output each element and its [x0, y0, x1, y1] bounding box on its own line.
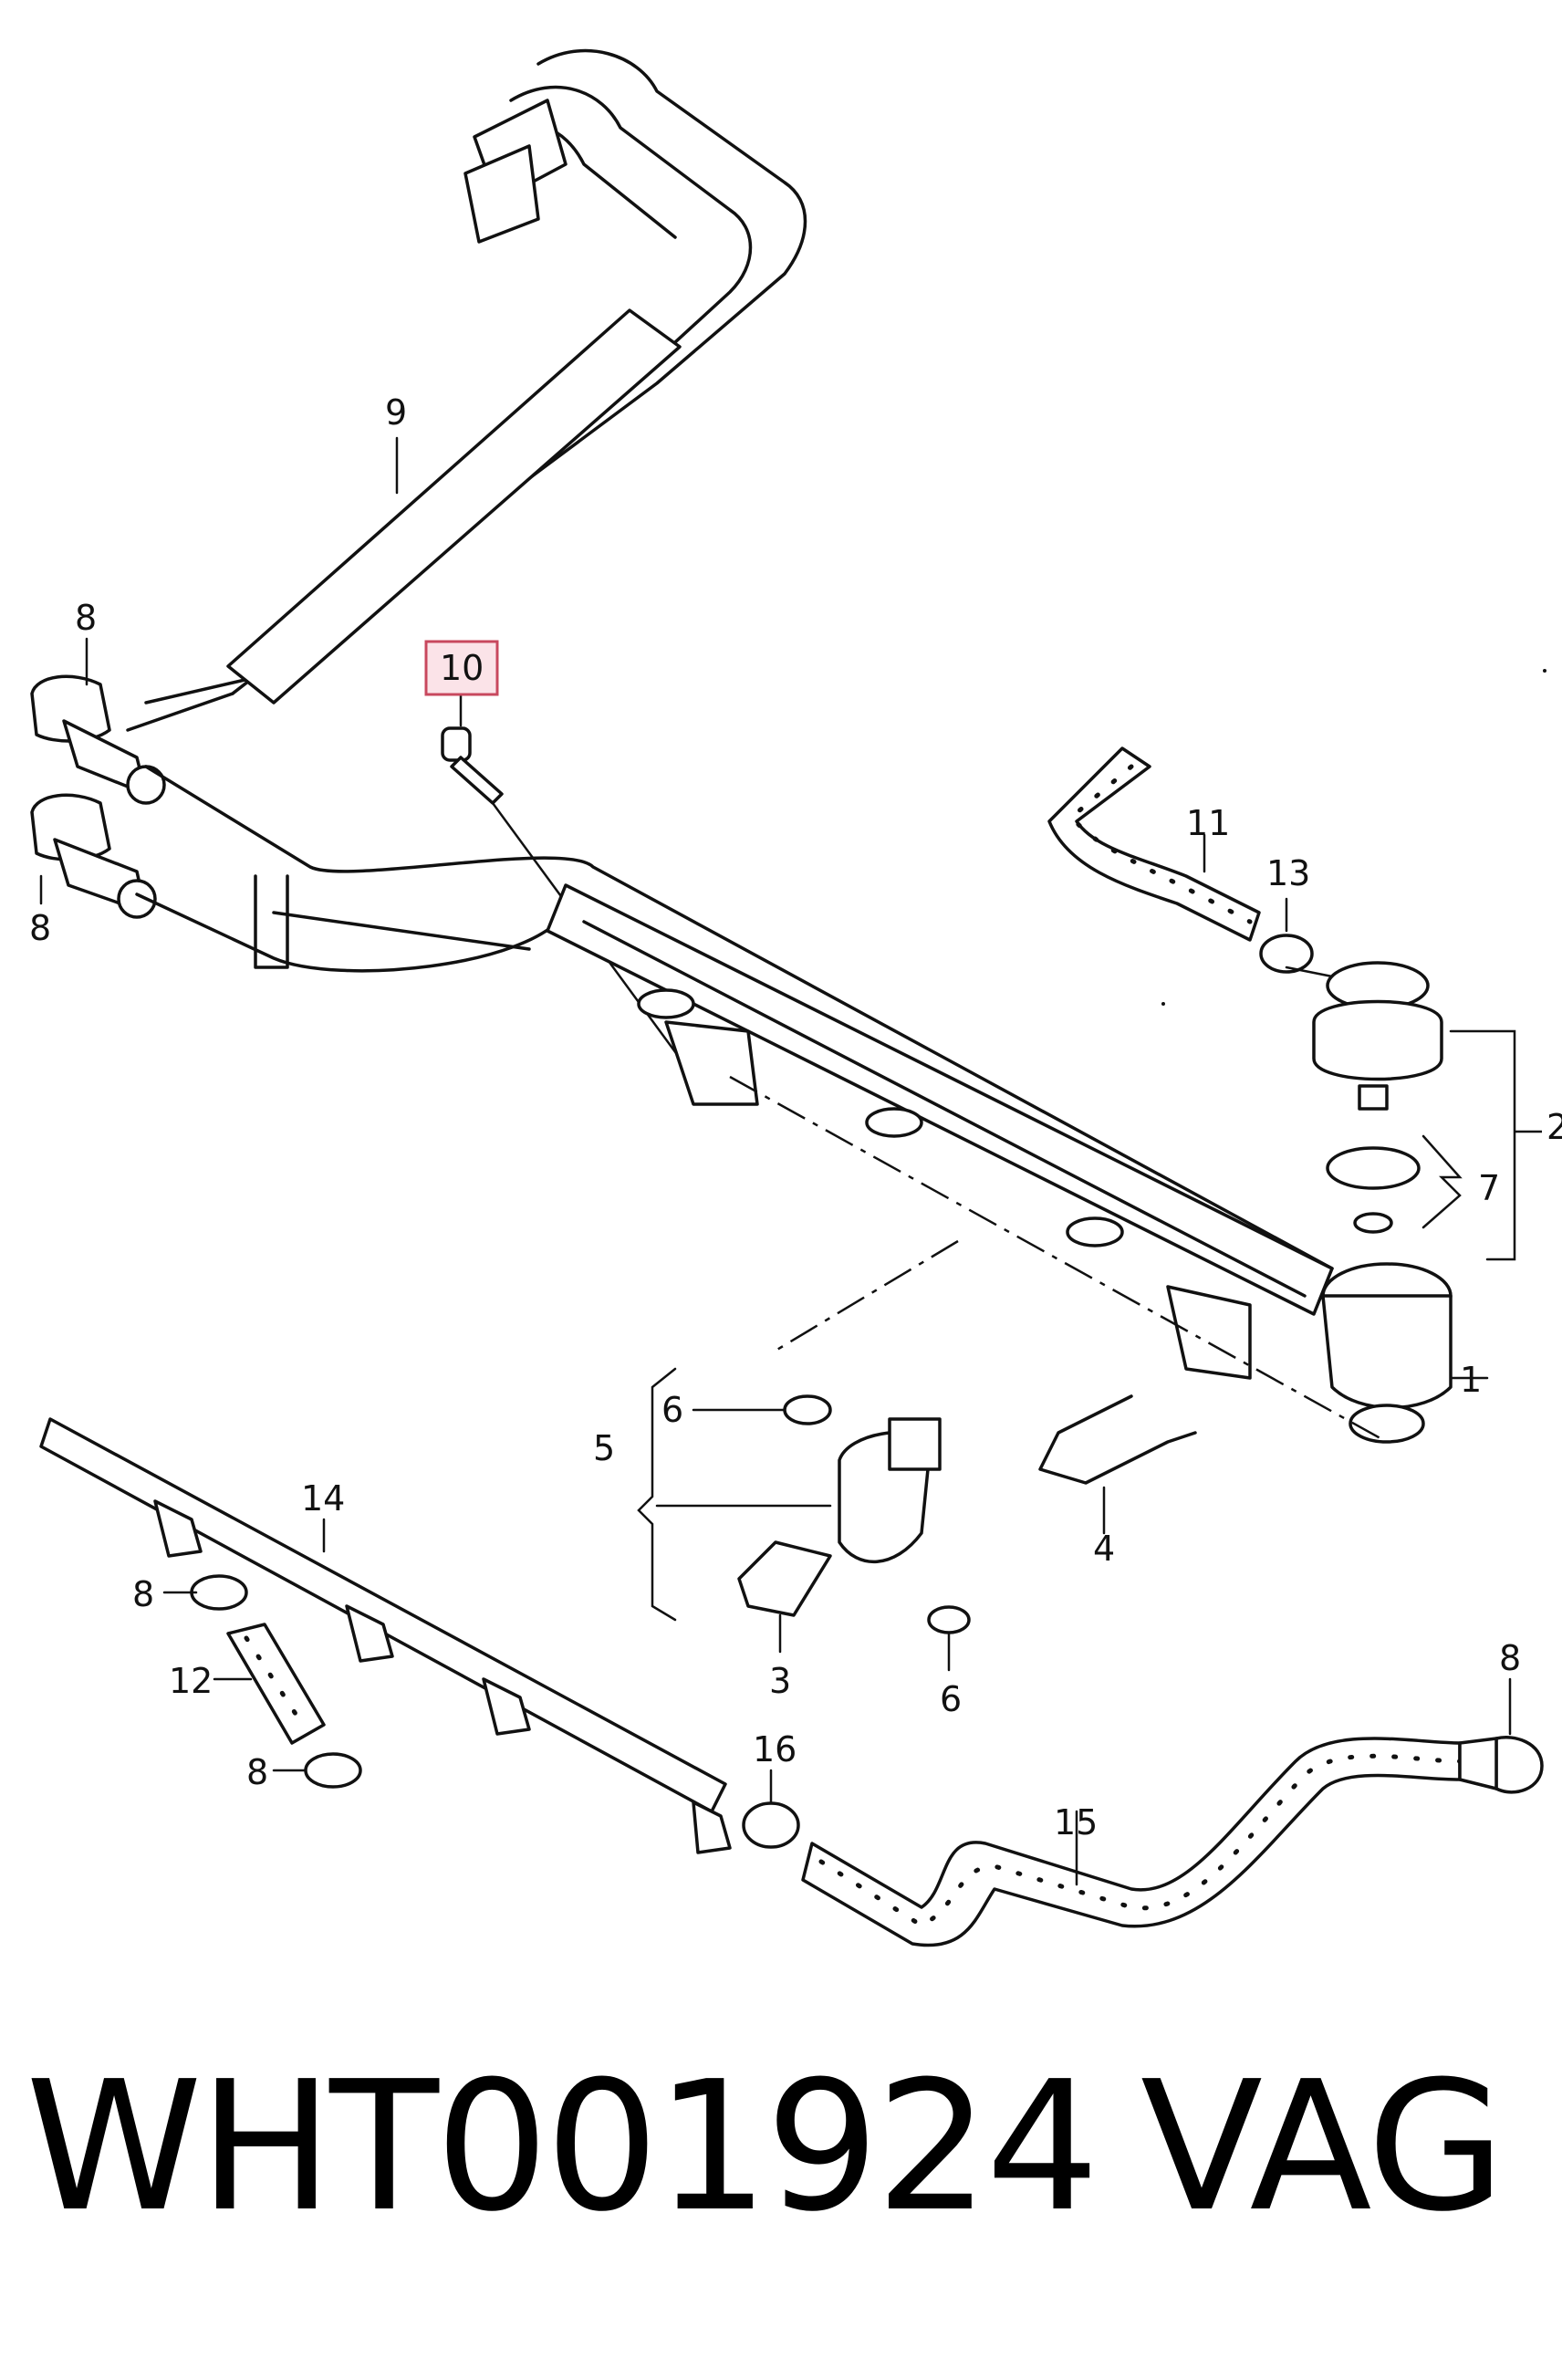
hose-12: [162, 1574, 362, 1789]
callout-4: 4: [1093, 1529, 1115, 1569]
callout-8e: 8: [1499, 1638, 1521, 1678]
dot-mark: [1543, 669, 1546, 673]
callout-5: 5: [593, 1428, 615, 1468]
callout-14: 14: [301, 1478, 345, 1519]
wire-clip-4: [1038, 1394, 1197, 1535]
pressure-regulator-2: [1285, 961, 1542, 1261]
callout-9: 9: [385, 392, 407, 433]
retainer-clip-3: [737, 1540, 832, 1654]
callout-8b: 8: [29, 908, 51, 948]
brand-name: VAG: [1140, 2043, 1505, 2251]
callout-6b: 6: [940, 1679, 962, 1719]
callout-8a: 8: [75, 598, 97, 638]
o-rings-7: [1326, 1134, 1463, 1234]
callout-6a: 6: [661, 1390, 683, 1430]
return-hose-15: [801, 1677, 1544, 1947]
callout-8d: 8: [246, 1752, 268, 1792]
hose-clamp-13: [1259, 897, 1314, 974]
callout-13: 13: [1266, 853, 1310, 893]
callout-7: 7: [1478, 1168, 1500, 1208]
callout-3: 3: [769, 1661, 791, 1701]
hose-clamp-8-upper: [30, 674, 166, 805]
part-number: WHT001924: [26, 2043, 1099, 2251]
callout-10-highlight: [424, 640, 499, 696]
callout-12: 12: [169, 1661, 213, 1701]
callout-16: 16: [753, 1729, 797, 1769]
callout-2: 2: [1546, 1107, 1562, 1147]
hose-clamp-8-lower: [30, 793, 157, 919]
hose-clamp-16: [742, 1769, 800, 1849]
callout-8c: 8: [132, 1574, 154, 1614]
callout-1: 1: [1460, 1360, 1482, 1400]
callout-15: 15: [1054, 1802, 1098, 1842]
fuel-pipes: [135, 765, 1334, 1270]
vacuum-hose-11: [1047, 746, 1261, 942]
callout-11: 11: [1186, 803, 1230, 843]
callout-10: 10: [440, 648, 484, 688]
dot-mark: [1161, 1002, 1165, 1006]
fuel-hose-9: [126, 48, 807, 732]
fuel-pipe-14: [39, 1417, 732, 1854]
fuel-rail-1: [546, 883, 1489, 1444]
injector-5: [637, 1367, 971, 1672]
